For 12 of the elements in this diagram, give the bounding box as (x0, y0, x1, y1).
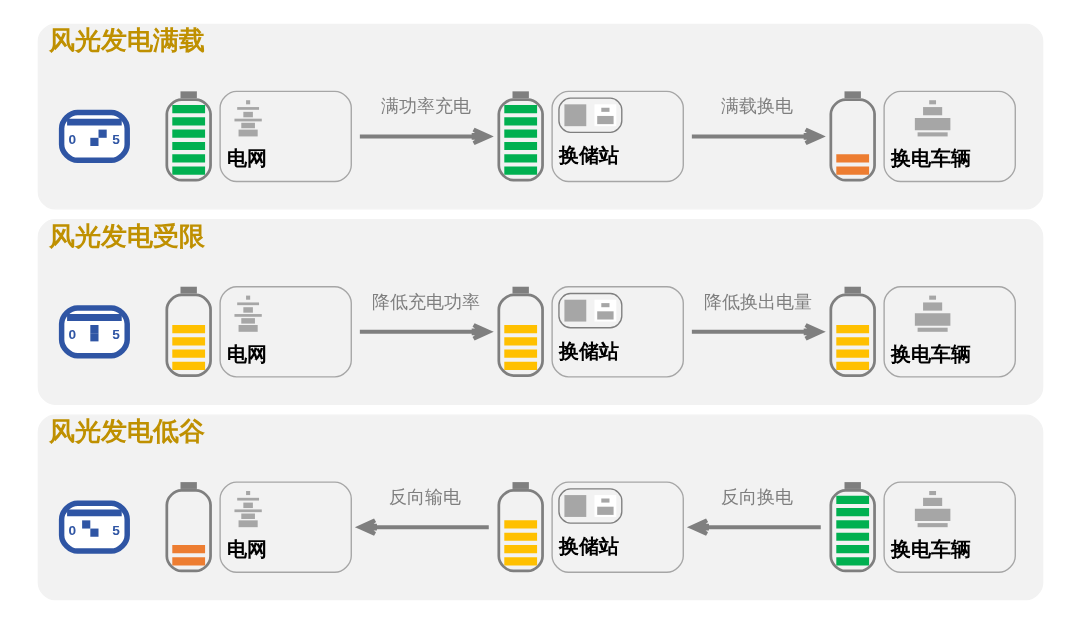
edge-label: 反向换电 (720, 487, 793, 508)
label: 0 (67, 131, 76, 147)
edge-label: 满载换电 (720, 96, 793, 117)
label: 5 (111, 522, 120, 538)
edge-label: 满功率充电 (380, 96, 471, 117)
label: 0 (67, 327, 76, 343)
edge-label: 反向输电 (388, 487, 461, 508)
label: 5 (111, 131, 120, 147)
label: 0 (67, 522, 76, 538)
label: 5 (111, 327, 120, 343)
edge-label: 降低充电功率 (371, 291, 480, 312)
edge-label: 降低换出电量 (703, 291, 812, 312)
